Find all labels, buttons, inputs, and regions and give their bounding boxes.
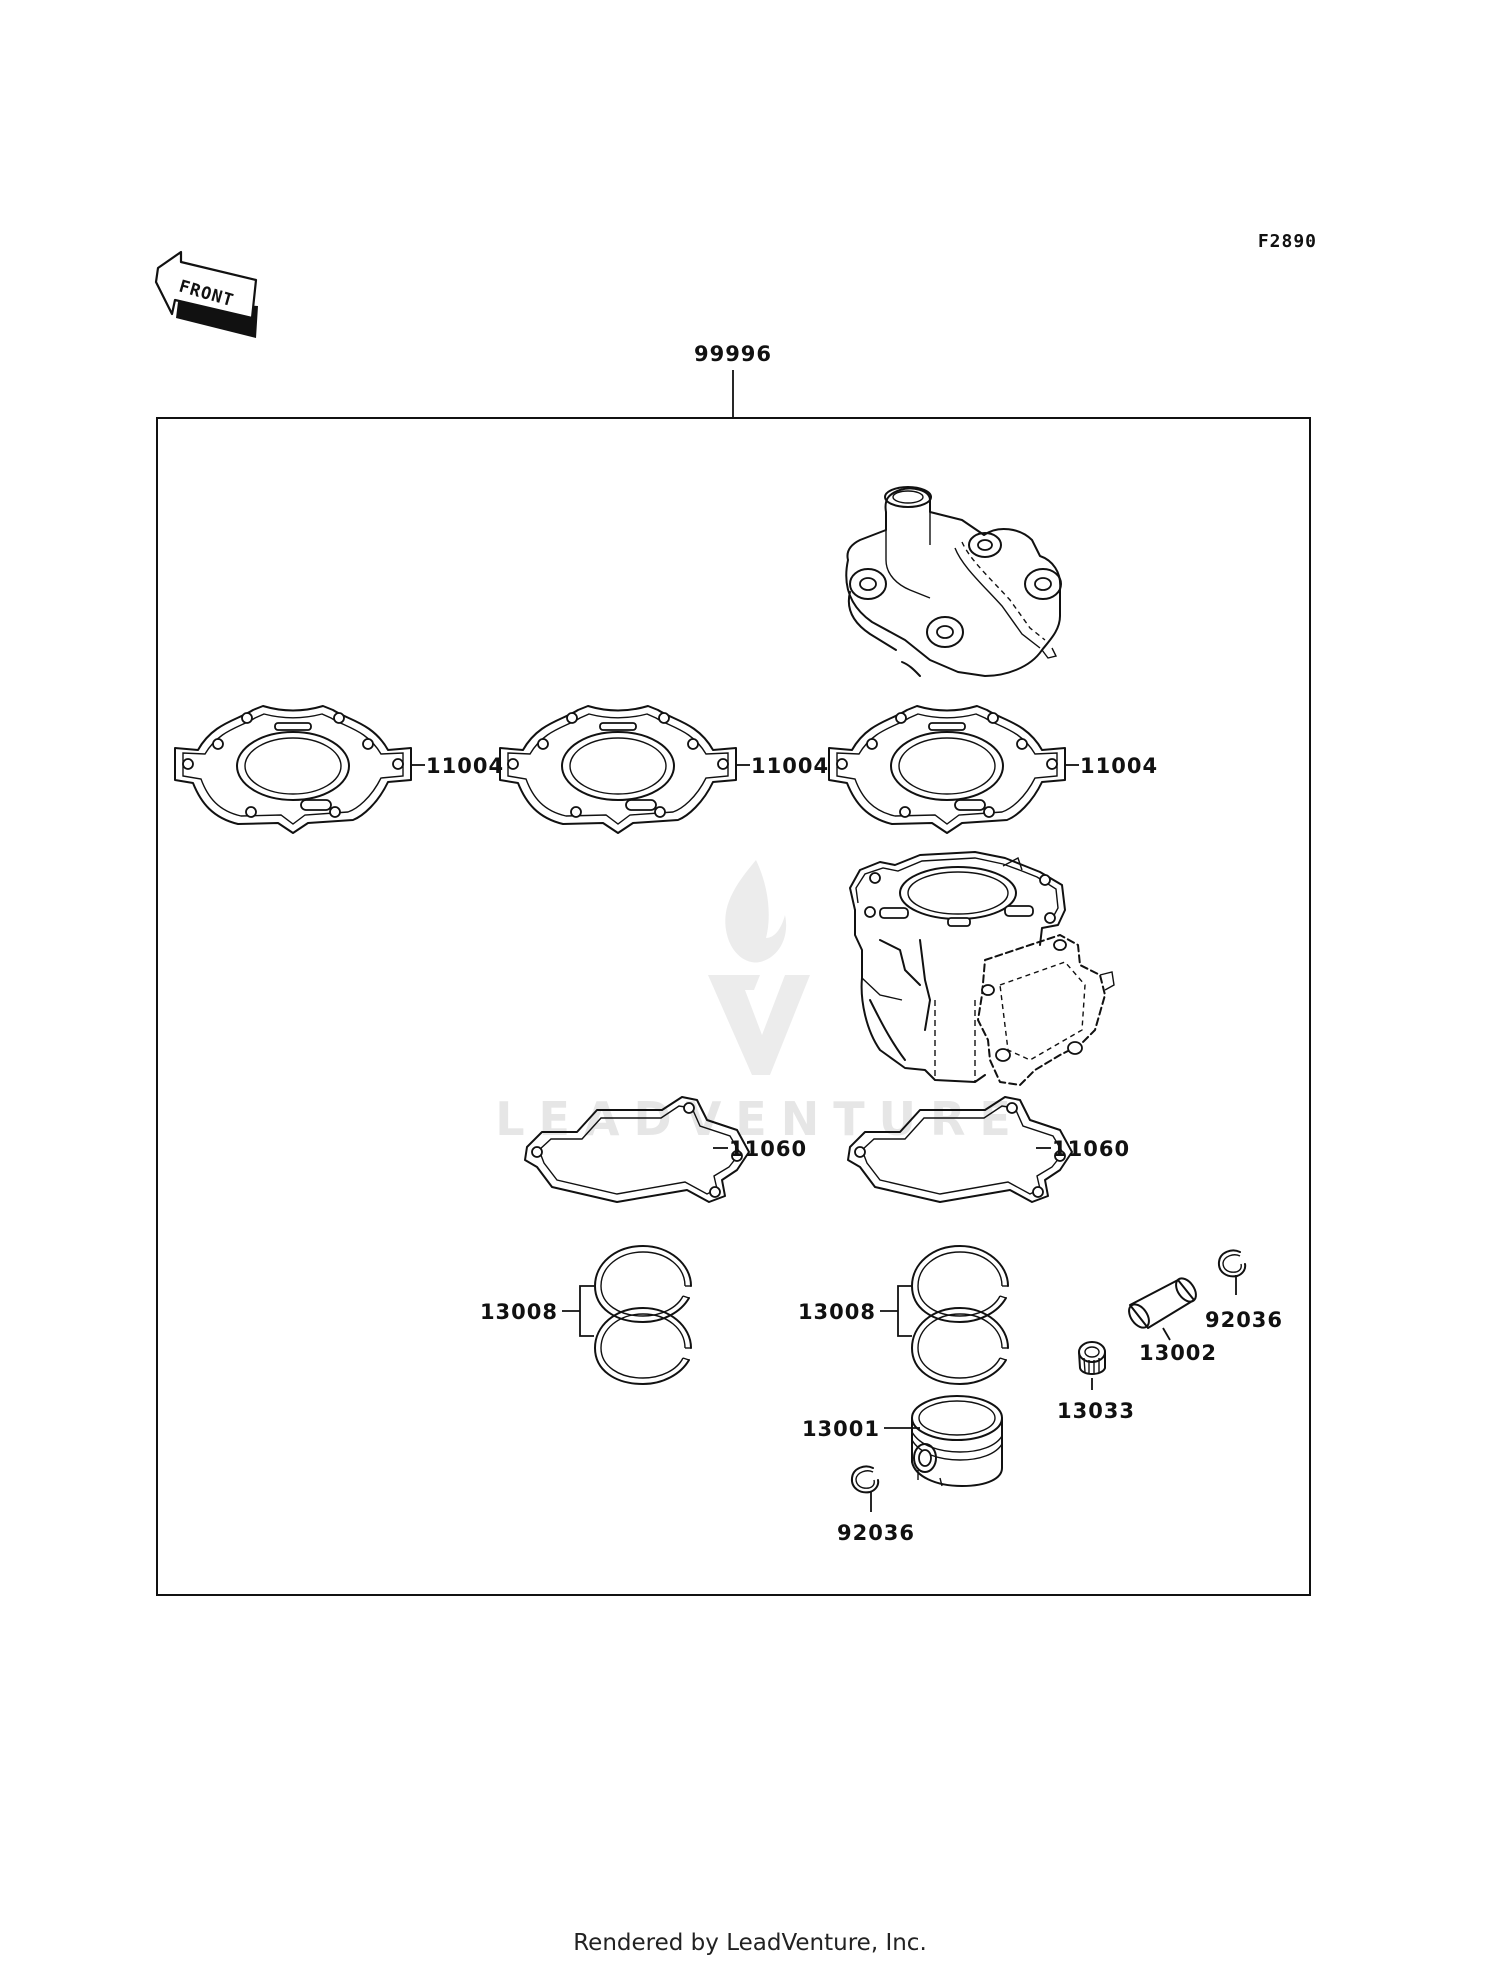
kit-frame xyxy=(156,417,1311,1596)
callout-piston: 13001 xyxy=(802,1417,880,1441)
ring-set-2 xyxy=(911,1245,1009,1385)
callout-ring-set-2: 13008 xyxy=(798,1300,876,1324)
callout-base-gasket-2: 11060 xyxy=(1052,1137,1130,1161)
ring-set-1 xyxy=(594,1245,692,1385)
callout-circlip-lower: 92036 xyxy=(837,1521,915,1545)
circlip-upper xyxy=(1217,1249,1247,1278)
callout-needle-bearing: 13033 xyxy=(1057,1399,1135,1423)
cylinder-head xyxy=(845,486,1062,677)
callout-head-gasket-3: 11004 xyxy=(1080,754,1158,778)
head-gasket-1 xyxy=(174,705,412,834)
front-arrow-icon: FRONT xyxy=(154,250,258,338)
piston-pin xyxy=(1128,1277,1197,1329)
head-gasket-3 xyxy=(828,705,1066,834)
kit-part-label: 99996 xyxy=(694,342,772,366)
callout-circlip-upper: 92036 xyxy=(1205,1308,1283,1332)
callout-base-gasket-1: 11060 xyxy=(729,1137,807,1161)
callout-piston-pin: 13002 xyxy=(1139,1341,1217,1365)
needle-bearing xyxy=(1078,1341,1106,1375)
head-gasket-2 xyxy=(499,705,737,834)
footer-credit: Rendered by LeadVenture, Inc. xyxy=(573,1930,927,1956)
callout-ring-set-1: 13008 xyxy=(480,1300,558,1324)
piston xyxy=(911,1395,1003,1487)
callout-head-gasket-1: 11004 xyxy=(426,754,504,778)
diagram-code: F2890 xyxy=(1258,231,1317,252)
circlip-lower xyxy=(850,1465,880,1494)
cylinder-block xyxy=(849,851,1115,1086)
watermark-text: LEADVENTURE xyxy=(495,1092,1025,1146)
leadventure-watermark: LEADVENTURE xyxy=(495,860,1025,1146)
callout-head-gasket-2: 11004 xyxy=(751,754,829,778)
